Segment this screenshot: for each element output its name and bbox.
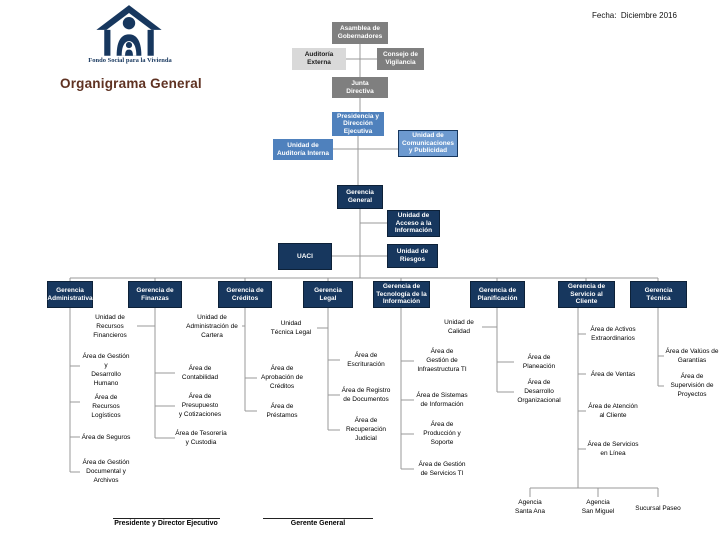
leaf-unidad-calidad: Unidad de Calidad xyxy=(444,319,474,336)
node-gerencia-planificacion: Gerencia de Planificación xyxy=(470,281,525,308)
signature-line-presidente xyxy=(113,518,220,519)
leaf-unidad-recursos-financieros: Unidad de Recursos Financieros xyxy=(93,314,127,340)
page-title: Organigrama General xyxy=(60,76,202,91)
node-junta-directiva: Junta Directiva xyxy=(332,77,388,98)
signature-label-presidente: Presidente y Director Ejecutivo xyxy=(114,520,218,527)
node-gerencia-tecnologia-informacion: Gerencia de Tecnología de la Información xyxy=(373,281,430,308)
leaf-area-gestion-desarrollo-humano: Área de Gestión y Desarrollo Humano xyxy=(82,353,130,388)
node-presidencia-direccion-ejecutiva: Presidencia y Dirección Ejecutiva xyxy=(332,112,384,136)
node-gerencia-finanzas: Gerencia de Finanzas xyxy=(128,281,182,308)
node-gerencia-servicio-cliente: Gerencia de Servicio al Cliente xyxy=(558,281,615,308)
leaf-area-sistemas-informacion: Área de Sistemas de Información xyxy=(416,392,468,409)
leaf-area-produccion-soporte: Área de Producción y Soporte xyxy=(423,421,461,447)
node-asamblea-gobernadores: Asamblea de Gobernadores xyxy=(332,22,388,44)
leaf-agencia-santa-ana: Agencia Santa Ana xyxy=(515,499,545,516)
leaf-area-activos-extraordinarios: Área de Activos Extraordinarios xyxy=(590,326,636,343)
leaf-area-recursos-logisticos: Área de Recursos Logísticos xyxy=(91,394,121,420)
node-consejo-vigilancia: Consejo de Vigilancia xyxy=(377,48,424,70)
leaf-area-contabilidad: Área de Contabilidad xyxy=(181,365,219,382)
leaf-area-atencion-cliente: Área de Atención al Cliente xyxy=(588,403,638,420)
node-auditoria-externa: Auditoría Externa xyxy=(292,48,346,70)
leaf-area-planeacion: Área de Planeación xyxy=(522,354,556,371)
signature-label-gerente: Gerente General xyxy=(290,520,346,527)
node-unidad-riesgos: Unidad de Riesgos xyxy=(387,244,438,268)
node-gerencia-legal: Gerencia Legal xyxy=(303,281,353,308)
leaf-area-valuos-garantias: Área de Valúos de Garantías xyxy=(665,348,719,365)
signature-line-gerente xyxy=(263,518,373,519)
leaf-area-aprobacion-creditos: Área de Aprobación de Créditos xyxy=(261,365,303,391)
date-label: Fecha: Diciembre 2016 xyxy=(592,11,677,20)
node-gerencia-creditos: Gerencia de Créditos xyxy=(218,281,272,308)
leaf-area-presupuesto-cotizaciones: Área de Presupuesto y Cotizaciones xyxy=(178,393,222,419)
leaf-sucursal-paseo: Sucursal Paseo xyxy=(635,505,681,512)
node-gerencia-administrativa: Gerencia Administrativa xyxy=(47,281,93,308)
node-unidad-acceso-informacion: Unidad de Acceso a la Información xyxy=(387,210,440,237)
leaf-area-supervision-proyectos: Área de Supervisión de Proyectos xyxy=(670,373,714,399)
fsv-house-logo-icon xyxy=(96,5,162,56)
leaf-area-recuperacion-judicial: Área de Recuperación Judicial xyxy=(345,417,387,443)
node-gerencia-tecnica: Gerencia Técnica xyxy=(630,281,687,308)
logo-caption: Fondo Social para la Vivienda xyxy=(88,57,172,64)
leaf-area-seguros: Área de Seguros xyxy=(81,434,131,441)
node-unidad-comunicaciones-publicidad: Unidad de Comunicaciones y Publicidad xyxy=(398,130,458,157)
leaf-area-gestion-documental-archivos: Área de Gestión Documental y Archivos xyxy=(82,459,130,485)
node-unidad-auditoria-interna: Unidad de Auditoría Interna xyxy=(273,139,333,160)
leaf-area-ventas: Área de Ventas xyxy=(590,371,636,378)
leaf-area-tesoreria-custodia: Área de Tesorería y Custodia xyxy=(175,430,227,447)
node-gerencia-general: Gerencia General xyxy=(337,185,383,209)
leaf-agencia-san-miguel: Agencia San Miguel xyxy=(581,499,615,516)
leaf-area-prestamos: Área de Préstamos xyxy=(266,403,298,420)
leaf-area-escrituracion: Área de Escrituración xyxy=(347,352,385,369)
leaf-area-registro-documentos: Área de Registro de Documentos xyxy=(341,387,391,404)
leaf-area-servicios-linea: Área de Servicios en Línea xyxy=(587,441,639,458)
leaf-unidad-administracion-cartera: Unidad de Administración de Cartera xyxy=(186,314,238,340)
leaf-area-gestion-servicios-ti: Área de Gestión de Servicios TI xyxy=(418,461,466,478)
node-uaci: UACI xyxy=(278,243,332,270)
leaf-area-desarrollo-organizacional: Área de Desarrollo Organizacional xyxy=(517,379,561,405)
leaf-unidad-tecnica-legal: Unidad Técnica Legal xyxy=(270,320,312,337)
leaf-area-gestion-infraestructura-ti: Área de Gestión de Infraestructura TI xyxy=(417,348,467,374)
